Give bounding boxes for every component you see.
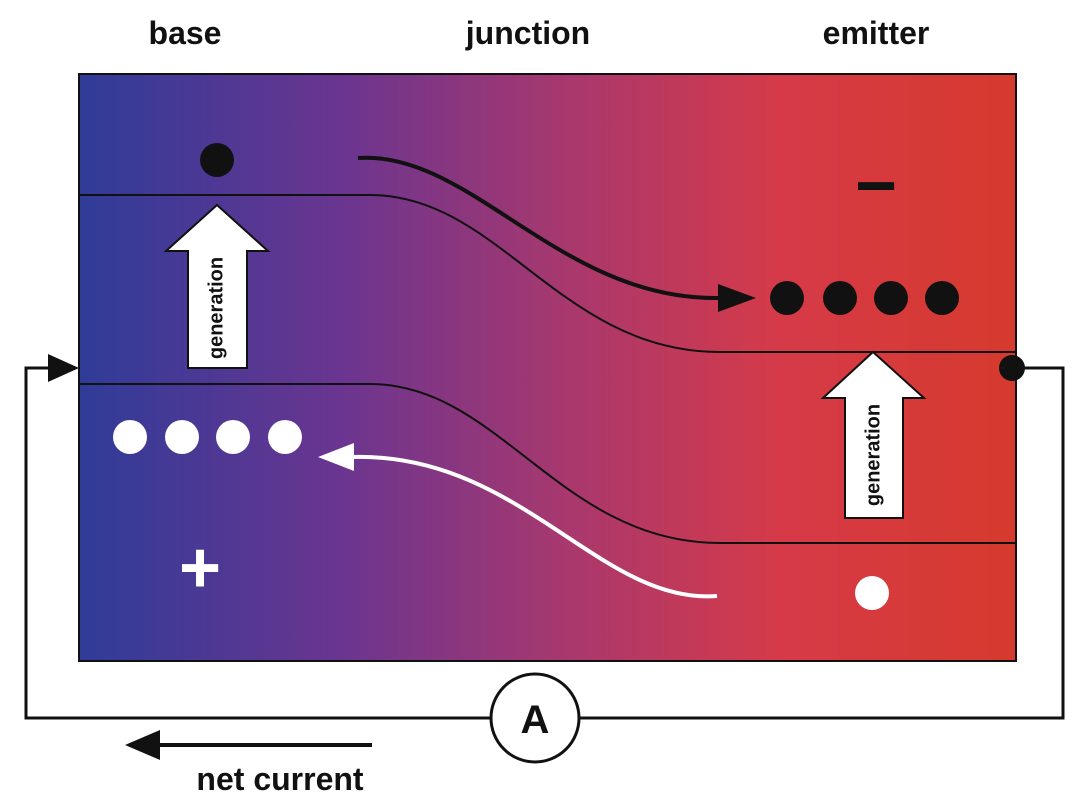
valence-band-edge bbox=[79, 383, 1016, 544]
electron-emitter bbox=[823, 281, 857, 315]
circuit-wire bbox=[24, 366, 1065, 720]
generation-label-right: generation bbox=[862, 404, 884, 506]
electron-emitter bbox=[770, 281, 804, 315]
minus-sign: − bbox=[855, 146, 897, 226]
emitter-contact bbox=[999, 355, 1025, 381]
net-current-arrowhead bbox=[125, 730, 160, 760]
base-label: base bbox=[149, 15, 222, 51]
generation-label-left: generation bbox=[205, 257, 227, 359]
generation-arrow-left-shape bbox=[163, 203, 271, 369]
generation-arrow-right-shape bbox=[820, 350, 927, 519]
emitter-label: emitter bbox=[823, 15, 930, 51]
hole-base bbox=[268, 420, 302, 454]
hole-base bbox=[216, 420, 250, 454]
circuit-entry-arrowhead bbox=[48, 354, 79, 382]
ammeter-circle bbox=[489, 672, 581, 764]
generation-arrow-left: generation bbox=[163, 203, 271, 369]
generation-arrow-right: generation bbox=[820, 350, 927, 519]
plus-sign: + bbox=[179, 528, 221, 608]
ammeter: A bbox=[489, 672, 581, 764]
hole-flow-arrowhead bbox=[318, 443, 354, 471]
net-current-indicator: net current bbox=[125, 730, 372, 797]
electron-emitter bbox=[925, 281, 959, 315]
electron-base bbox=[200, 143, 234, 177]
electron-emitter bbox=[874, 281, 908, 315]
hole-base bbox=[165, 420, 199, 454]
junction-label: junction bbox=[465, 15, 590, 51]
hole-flow-arrow bbox=[351, 454, 718, 599]
hole-emitter bbox=[855, 576, 889, 610]
electron-flow-arrowhead bbox=[718, 284, 756, 312]
conduction-band-edge bbox=[79, 194, 1016, 353]
electron-flow-arrow bbox=[357, 155, 719, 301]
net-current-label: net current bbox=[196, 761, 363, 797]
hole-base bbox=[113, 420, 147, 454]
ammeter-label: A bbox=[521, 698, 550, 742]
